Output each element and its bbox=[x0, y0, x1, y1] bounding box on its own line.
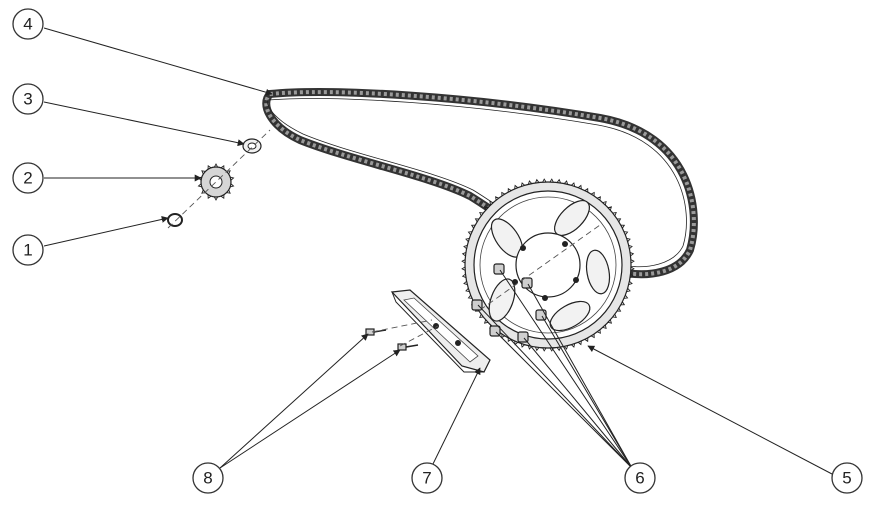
callout-label: 7 bbox=[422, 469, 431, 488]
chain-guide bbox=[390, 289, 491, 373]
circlip bbox=[167, 213, 183, 227]
callout-label: 5 bbox=[842, 469, 851, 488]
callout-label: 8 bbox=[203, 469, 212, 488]
callout-label: 1 bbox=[23, 241, 32, 260]
assembly-axes bbox=[167, 129, 601, 347]
callout-label: 3 bbox=[23, 90, 32, 109]
callout-1: 1 bbox=[12, 234, 44, 266]
callout-2: 2 bbox=[12, 162, 44, 194]
callout-3: 3 bbox=[12, 83, 44, 115]
callout-label: 2 bbox=[23, 169, 32, 188]
callout-6: 6 bbox=[624, 462, 656, 494]
rear-sprocket bbox=[461, 178, 635, 352]
callout-5: 5 bbox=[831, 462, 863, 494]
leader-lines bbox=[43, 27, 833, 475]
callout-4: 4 bbox=[12, 8, 44, 40]
guide-screws bbox=[365, 328, 419, 351]
callout-label: 4 bbox=[23, 15, 32, 34]
callout-label: 6 bbox=[635, 469, 644, 488]
chain bbox=[262, 88, 698, 279]
callout-7: 7 bbox=[411, 462, 443, 494]
callout-8: 8 bbox=[192, 462, 224, 494]
front-sprocket bbox=[197, 163, 235, 201]
